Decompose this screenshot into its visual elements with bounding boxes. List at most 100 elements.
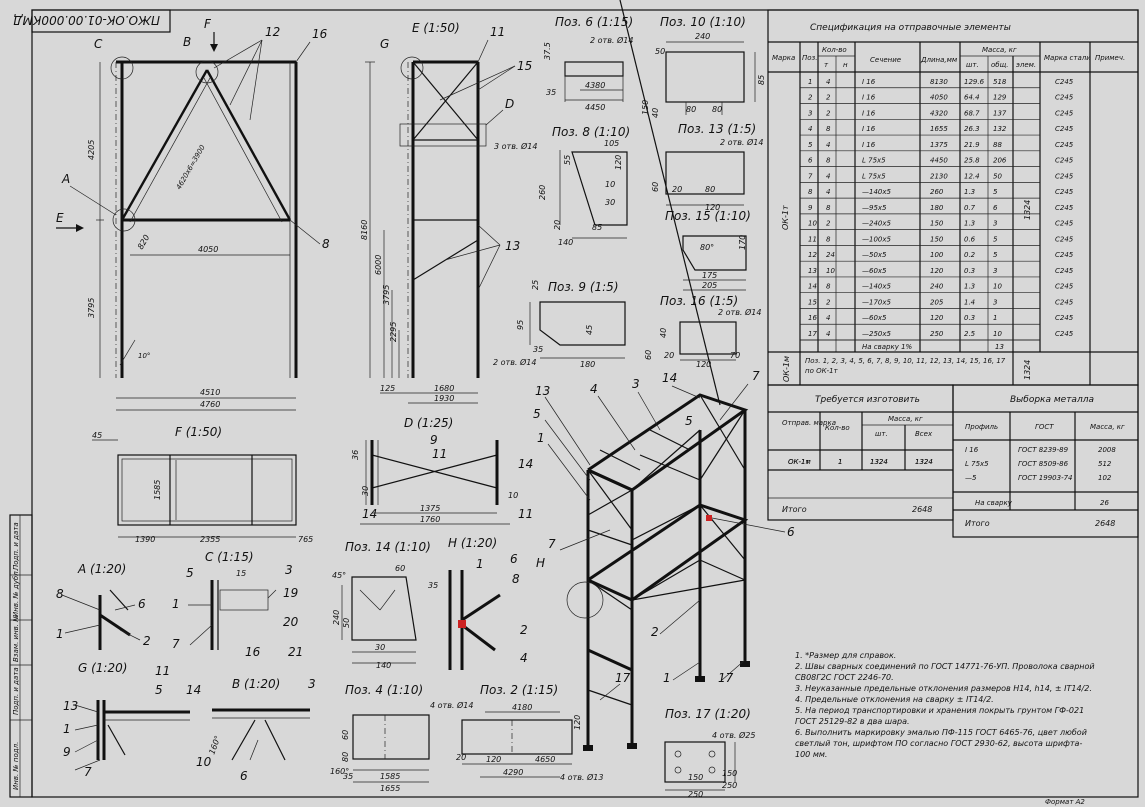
label-15: 15 — [517, 59, 532, 73]
spec-cell: 50 — [993, 172, 1002, 180]
part-4 — [352, 714, 430, 783]
dim-p10-50: 50 — [655, 47, 665, 56]
vb-label-3: 3 — [308, 677, 316, 691]
spec-cell: 2130 — [930, 172, 948, 180]
spec-cell: 2 — [826, 298, 831, 306]
spec-cell: 10 — [993, 283, 1002, 291]
spec-cell: 4320 — [930, 109, 948, 117]
view-C-title: C (1:15) — [205, 550, 254, 564]
dim-p2-20: 20 — [456, 753, 466, 762]
dim-p8-85: 85 — [592, 223, 602, 232]
dim-d-30: 30 — [361, 486, 370, 496]
spec-cell: 17 — [808, 330, 817, 338]
spec-h-kolvo-n: н — [843, 61, 848, 69]
part-14 — [341, 576, 417, 664]
note-line: 2. Швы сварных соединений по ГОСТ 14771-… — [795, 662, 1095, 671]
require-itogo: Итого — [782, 505, 807, 514]
spec-cell: 4 — [826, 78, 830, 86]
vb-label-6: 6 — [240, 769, 248, 783]
spec-cell: 12.4 — [964, 172, 980, 180]
spec-cell: С245 — [1055, 251, 1074, 259]
spec-cell: 120 — [930, 314, 944, 322]
dim-p2-4180: 4180 — [512, 703, 532, 712]
spec-cell: 8 — [826, 204, 831, 212]
spec-second-mark: ОК-1м — [782, 356, 791, 382]
note-line: 100 мм. — [795, 750, 827, 759]
iso-label-5b: 5 — [533, 407, 541, 421]
spec-h-marka-stali: Марка стали — [1044, 54, 1091, 62]
dim-plan-765: 765 — [298, 535, 313, 544]
note-line: 5. На период транспортировки и хранения … — [795, 706, 1084, 715]
require-r1-marka: ОК-1т — [788, 458, 810, 466]
require-h-marka: Отправ. марка — [782, 419, 836, 427]
p16-title: Поз. 16 (1:5) — [660, 294, 738, 308]
require-h-vseh: Всех — [915, 430, 933, 438]
spec-cell: I 16 — [862, 78, 876, 86]
spec-cell: С245 — [1055, 188, 1074, 196]
spec-cell: 8 — [826, 235, 831, 243]
dim-d-1760: 1760 — [420, 515, 440, 524]
iso-label-3: 3 — [632, 377, 640, 391]
spec-cell: 16 — [808, 314, 817, 322]
dim-p10-240: 240 — [695, 32, 710, 41]
spec-cell: С245 — [1055, 109, 1074, 117]
va-label-1: 1 — [56, 627, 64, 641]
spec-cell: 11 — [808, 235, 817, 243]
require-r2-vseh: 1324 — [915, 458, 933, 466]
label-11: 11 — [490, 25, 505, 39]
spec-cell: 7 — [808, 172, 813, 180]
dim-p8-30: 30 — [605, 198, 615, 207]
p2-title: Поз. 2 (1:15) — [480, 683, 558, 697]
spec-cell: 4050 — [930, 94, 948, 102]
spec-cell: —140x5 — [862, 283, 892, 291]
p15-title: Поз. 15 (1:10) — [665, 209, 751, 223]
spec-cell: 4 — [826, 330, 830, 338]
detail-B-circle — [195, 60, 219, 84]
dim-p17-250b: 250 — [688, 790, 703, 799]
dim-p15-80: 80° — [700, 243, 714, 252]
spec-cell: С245 — [1055, 283, 1074, 291]
dim-d-1375: 1375 — [420, 504, 440, 513]
dim-p10-80b: 80 — [712, 105, 722, 114]
view-E-title: E (1:50) — [412, 21, 460, 35]
stamp-code: ПЖО.ОК-01.00.000КМД — [13, 13, 160, 27]
note-line: 4. Предельные отклонения на сварку ± IT1… — [795, 695, 994, 704]
metal-h-profil: Профиль — [965, 423, 998, 431]
label-12: 12 — [265, 25, 280, 39]
spec-weld-value: 13 — [995, 343, 1004, 351]
plan-view-F — [92, 439, 297, 538]
spec-cell: 1.4 — [964, 298, 975, 306]
vc-label-3: 3 — [285, 563, 293, 577]
dim-p14-140: 140 — [376, 661, 391, 670]
metal-cell: 102 — [1098, 474, 1112, 482]
dim-p2-4650: 4650 — [535, 755, 555, 764]
spec-cell: 8 — [826, 157, 831, 165]
spec-cell: 4450 — [930, 157, 948, 165]
p10-title: Поз. 10 (1:10) — [660, 15, 746, 29]
metal-weld-val: 26 — [1100, 499, 1109, 507]
dim-d-36: 36 — [351, 450, 360, 460]
spec-cell: 6 — [808, 157, 813, 165]
view-D-title: D (1:25) — [404, 416, 453, 430]
dim-p9-95: 95 — [516, 320, 525, 330]
vc-label-7: 7 — [172, 637, 180, 651]
spec-cell: 0.3 — [964, 314, 975, 322]
dim-p4-1655: 1655 — [380, 784, 400, 793]
spec-cell: С245 — [1055, 141, 1074, 149]
spec-h-marka: Марка — [772, 54, 795, 62]
p9-title: Поз. 9 (1:5) — [548, 280, 619, 294]
p8-title: Поз. 8 (1:10) — [552, 125, 630, 139]
iso-label-17: 17 — [718, 671, 734, 685]
spec-cell: С245 — [1055, 204, 1074, 212]
vh-label-2: 2 — [520, 623, 528, 637]
p13-title: Поз. 13 (1:5) — [678, 122, 756, 136]
vg-label-14: 14 — [186, 683, 201, 697]
detail-view-G — [74, 700, 190, 771]
spec-cell: С245 — [1055, 220, 1074, 228]
dim-p4-60: 60 — [341, 730, 350, 740]
note-line: 3. Неуказанные предельные отклонения раз… — [795, 684, 1092, 693]
spec-cell: —50x5 — [862, 251, 887, 259]
part-17 — [664, 741, 736, 791]
spec-cell: 68.7 — [964, 109, 980, 117]
